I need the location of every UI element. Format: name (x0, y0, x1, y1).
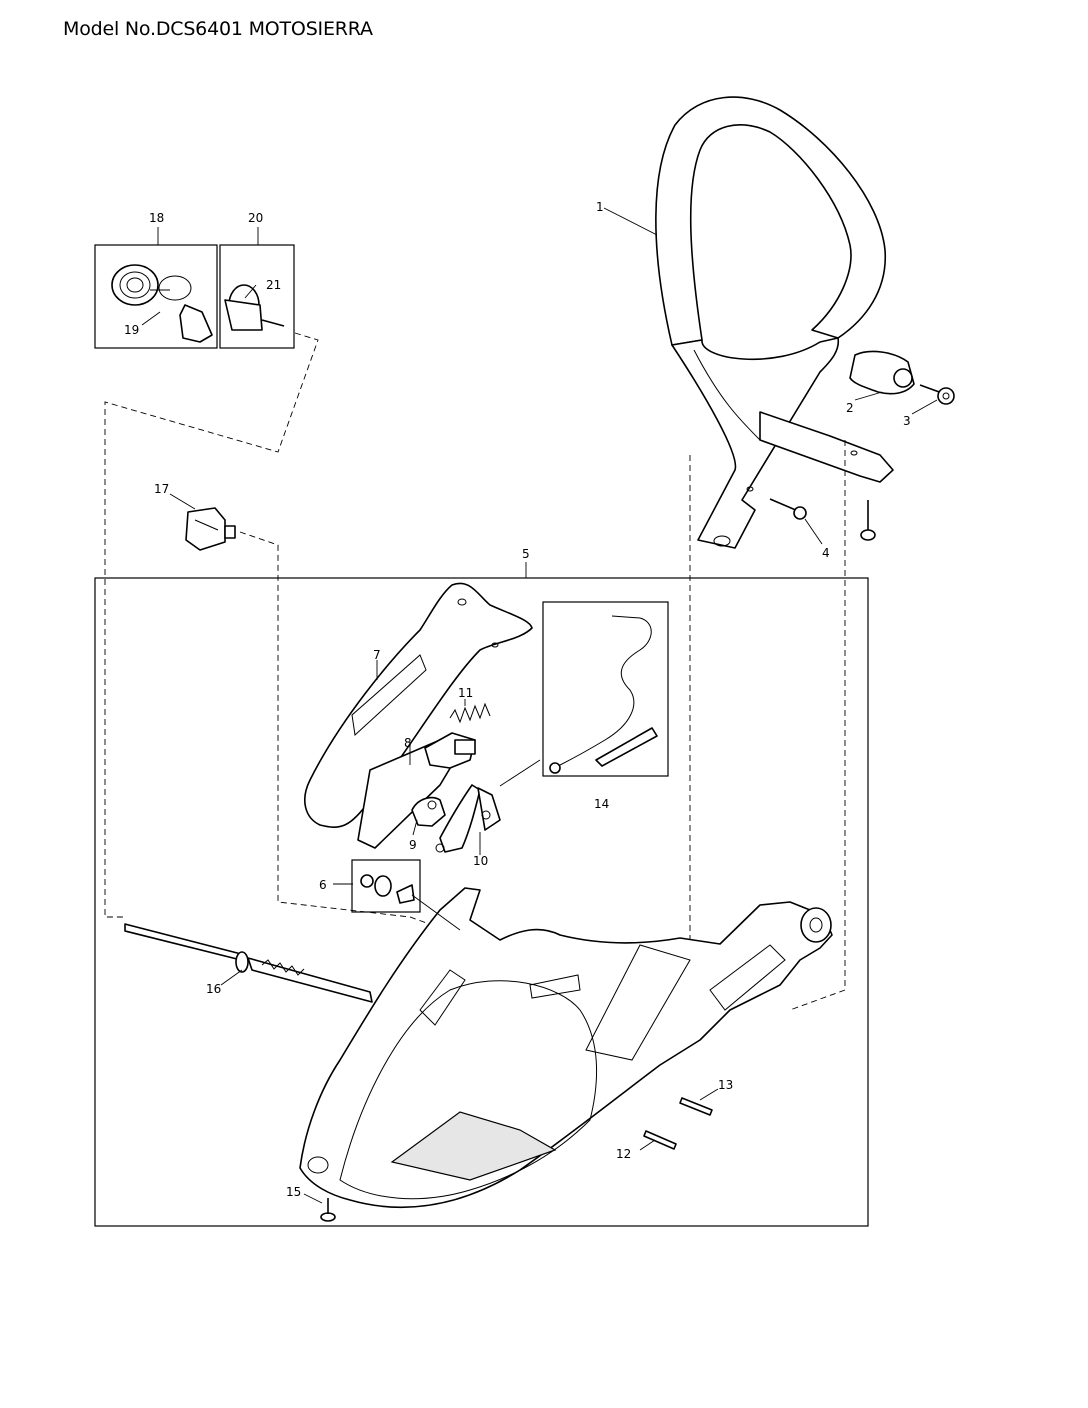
callout-10: 10 (473, 854, 488, 868)
front-handle-bar-part-1 (655, 96, 894, 549)
page-title: Model No.DCS6401 MOTOSIERRA (63, 18, 373, 40)
callout-17: 17 (154, 482, 169, 496)
trigger-part-10 (435, 784, 501, 853)
fuel-cap-part-19 (111, 264, 213, 343)
callout-18: 18 (149, 211, 164, 225)
fuel-filter-part-21 (224, 284, 285, 331)
fuel-filter-box-20 (219, 244, 295, 349)
switch-part-17 (185, 507, 236, 551)
spring-part-11 (449, 702, 491, 724)
callout-2: 2 (846, 401, 854, 415)
callout-7: 7 (373, 648, 381, 662)
callout-5: 5 (522, 547, 530, 561)
callout-19: 19 (124, 323, 139, 337)
callout-20: 20 (248, 211, 263, 225)
rear-handle-body-part-5 (299, 887, 833, 1208)
callout-15: 15 (286, 1185, 301, 1199)
screw-part-15 (320, 1198, 336, 1222)
shaft-part-16 (124, 923, 373, 1003)
callout-13: 13 (718, 1078, 733, 1092)
callout-4: 4 (822, 546, 830, 560)
pin-part-13 (679, 1097, 713, 1116)
callout-3: 3 (903, 414, 911, 428)
callout-12: 12 (616, 1147, 631, 1161)
assembly-frame-5 (94, 577, 869, 1227)
cable-box-14 (542, 601, 669, 777)
callout-14: 14 (594, 797, 609, 811)
pin-part-12 (643, 1130, 677, 1150)
fuel-cap-box-18 (94, 244, 218, 349)
lever-part-9 (411, 796, 446, 827)
leader-lines (141, 207, 938, 1204)
handle-clamp-part-2 (849, 350, 915, 395)
parts-box-6 (351, 859, 421, 913)
screw-part-4 (769, 498, 876, 541)
callout-11: 11 (458, 686, 473, 700)
callout-1: 1 (596, 200, 604, 214)
callout-8: 8 (404, 736, 412, 750)
callout-16: 16 (206, 982, 221, 996)
small-parts-6 (360, 874, 415, 904)
screw-part-3 (919, 384, 955, 405)
throttle-lever-assembly (424, 732, 476, 769)
callout-9: 9 (409, 838, 417, 852)
callout-6: 6 (319, 878, 327, 892)
cable-part-14 (549, 615, 658, 774)
callout-21: 21 (266, 278, 281, 292)
callout-labels: 1 2 3 4 5 6 7 8 9 10 11 12 13 14 15 16 1… (124, 200, 911, 1199)
